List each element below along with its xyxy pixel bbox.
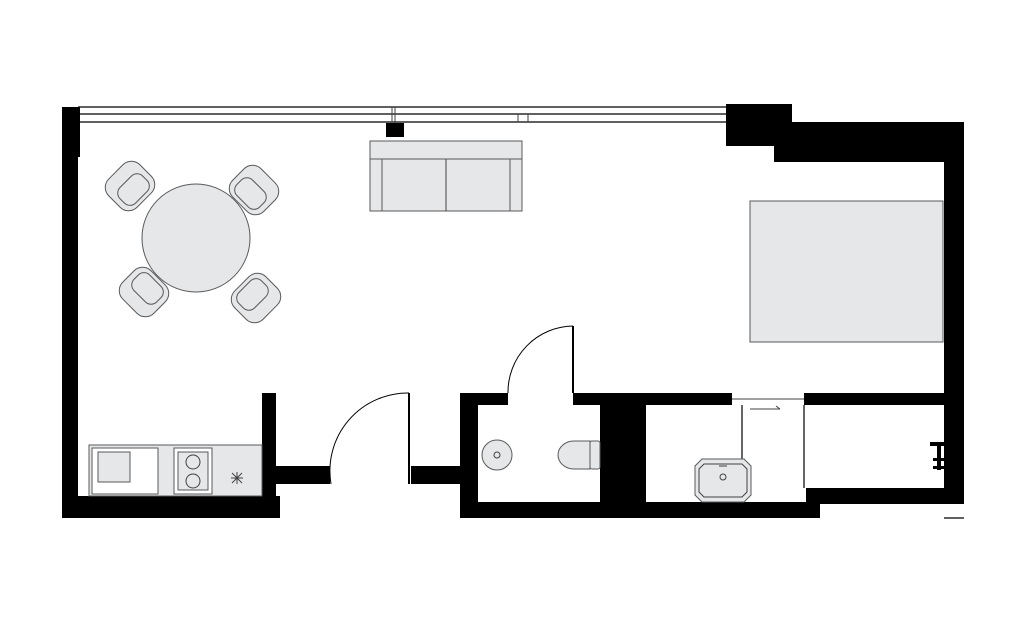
extractor-icon	[231, 472, 243, 484]
dining-table	[141, 183, 251, 293]
dining-chair-top-right	[228, 164, 280, 216]
dining-chair-bottom-right	[230, 272, 282, 324]
wc-door	[507, 325, 574, 394]
dining-chair-top-left	[104, 160, 156, 212]
bathroom-washbasin-icon	[694, 458, 752, 503]
dining-set	[104, 160, 282, 324]
dining-chair-bottom-left	[118, 266, 170, 318]
kitchenette	[88, 444, 263, 497]
walls	[62, 104, 964, 518]
double-bed	[749, 200, 944, 343]
entrance-door	[329, 392, 410, 485]
wc-fixtures	[481, 439, 601, 471]
bathroom-fixtures	[694, 442, 944, 503]
sink-icon	[91, 447, 159, 495]
shower-tap-icon	[930, 442, 944, 470]
window-top	[78, 106, 726, 123]
toilet-icon	[557, 440, 601, 470]
washbasin-icon	[481, 439, 513, 471]
sofa	[369, 107, 523, 212]
cooktop-icon	[173, 447, 213, 495]
bathroom-sliding-door	[732, 398, 804, 410]
